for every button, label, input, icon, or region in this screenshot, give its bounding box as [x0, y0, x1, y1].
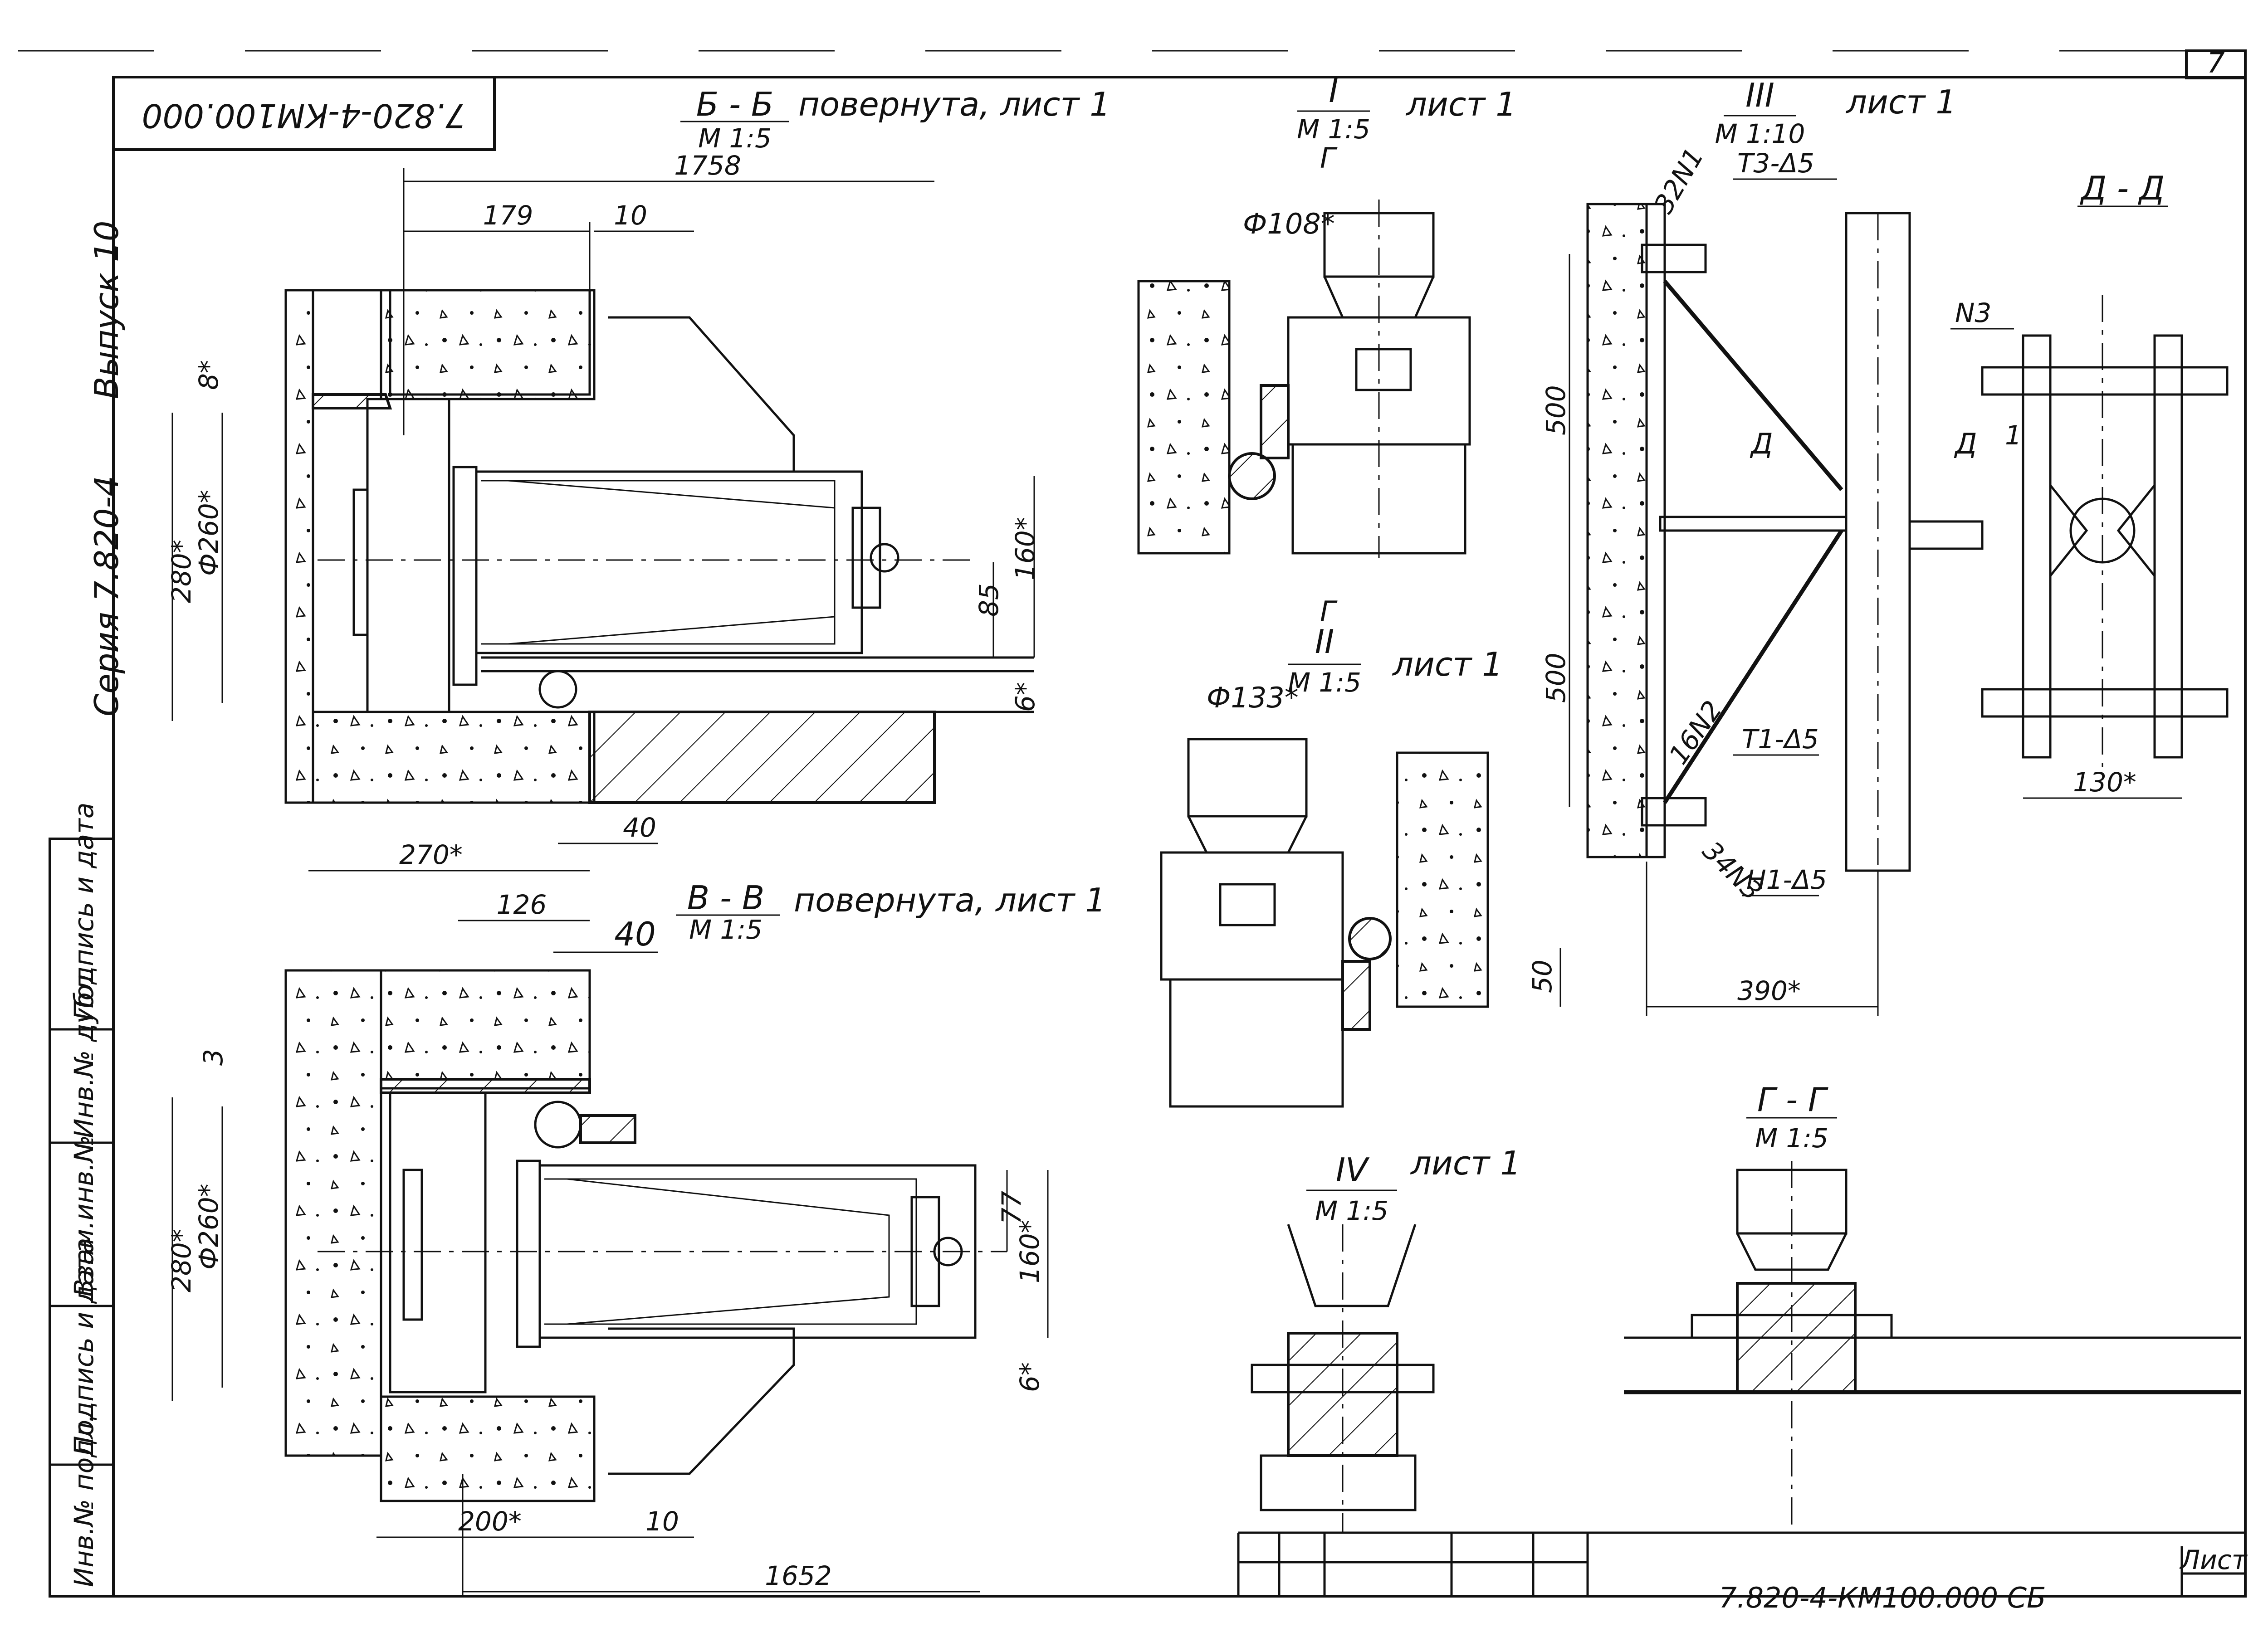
section-bb: Б - Б М 1:5 повернута, лист 1 1758 179	[166, 85, 1110, 872]
dim-77: 77	[996, 1191, 1027, 1224]
node-3-scale: М 1:10	[1715, 118, 1805, 149]
dim-160b: 160*	[1014, 1220, 1045, 1283]
dim-1652: 1652	[765, 1560, 832, 1591]
node-3: III М 1:10 лист 1 500 500 390* 32N1 Т3-Δ…	[1540, 76, 1984, 1016]
title-block: Лист 7.820-4-КМ100.000 СБ	[1237, 1531, 2248, 1614]
section-bb-note: повернута, лист 1	[798, 85, 1110, 123]
dim-133: Ф133*	[1207, 681, 1299, 714]
doc-code-rotated: 7.820-4-КМ100.000	[142, 97, 466, 135]
dim-130: 130*	[2073, 767, 2136, 798]
page-number: 7	[2207, 46, 2224, 79]
dim-10b: 10	[645, 1506, 679, 1537]
page-number-box	[2185, 49, 2247, 79]
cut-mark-g: Г	[1320, 141, 1338, 175]
dim-280b: 280*	[166, 1229, 197, 1292]
stamp-field: Инв.№ дубл.	[68, 967, 99, 1138]
dim-500b: 500	[1540, 653, 1571, 703]
dim-270: 270*	[399, 839, 463, 870]
issue-label: Выпуск 10	[88, 220, 126, 399]
dim-260b: Ф260*	[193, 1184, 224, 1270]
doc-code-box	[112, 76, 496, 151]
dim-1: 1	[2005, 420, 2022, 451]
section-dd-title: Д - Д	[2080, 169, 2165, 207]
stamp-field: Подпись и дата	[68, 803, 99, 1020]
node-1-note: лист 1	[1405, 85, 1516, 123]
node-4-title: IV	[1336, 1151, 1370, 1189]
stamp-field: Взам.инв.№	[68, 1135, 99, 1297]
section-vv-scale: М 1:5	[689, 914, 763, 945]
dim-108: Ф108*	[1243, 207, 1335, 240]
callout-h1: Н1-Δ5	[1746, 864, 1827, 895]
dim-260: Ф260*	[193, 490, 224, 576]
node-2: II М 1:5 лист 1 Г Ф133* 50	[1160, 595, 1561, 1108]
bottom-code: 7.820-4-КМ100.000 СБ	[1719, 1581, 2046, 1614]
node-4: IV М 1:5 лист 1	[1251, 1144, 1521, 1533]
cut-mark-d2: Д	[1954, 427, 1977, 460]
section-vv-title: В - В	[687, 879, 765, 917]
dim-280: 280*	[166, 540, 197, 603]
node-1-scale: М 1:5	[1297, 114, 1370, 145]
node-2-scale: М 1:5	[1288, 667, 1361, 698]
cut-mark-g2: Г	[1320, 595, 1338, 628]
callout-16n2: 16N2	[1663, 695, 1728, 770]
node-1-title: I	[1329, 72, 1338, 110]
section-gg-scale: М 1:5	[1755, 1123, 1828, 1154]
cut-mark-d1: Д	[1750, 427, 1773, 460]
dim-40b: 40	[614, 915, 656, 953]
stamp-field: Подпись и дата	[68, 1238, 99, 1456]
node-4-note: лист 1	[1410, 1144, 1521, 1182]
callout-t1: Т1-Δ5	[1742, 724, 1819, 755]
dim-500a: 500	[1540, 385, 1571, 435]
stamp-field: Инв.№ подл.	[68, 1414, 99, 1587]
dim-8: 8*	[193, 360, 224, 390]
dim-3: 3	[198, 1049, 229, 1066]
node-4-scale: М 1:5	[1315, 1195, 1388, 1226]
stamp-column	[49, 838, 115, 1598]
sheet-frame	[112, 76, 2247, 1598]
node-2-title: II	[1315, 623, 1334, 661]
node-3-title: III	[1745, 76, 1774, 114]
dim-1758: 1758	[674, 150, 741, 181]
series-label: Серия 7.820-4	[88, 476, 126, 716]
section-vv-note: повернута, лист 1	[794, 881, 1106, 919]
dim-10: 10	[614, 200, 647, 231]
section-gg-title: Г - Г	[1757, 1081, 1828, 1119]
dim-160: 160*	[1010, 517, 1041, 580]
node-3-note: лист 1	[1845, 83, 1956, 121]
dim-85: 85	[973, 583, 1004, 617]
dim-50: 50	[1527, 960, 1558, 993]
callout-t3: Т3-Δ5	[1737, 148, 1814, 179]
section-dd: Д - Д N3 130* 1	[1950, 169, 2229, 799]
section-bb-title: Б - Б	[696, 85, 774, 123]
dim-40: 40	[623, 812, 656, 843]
dim-390: 390*	[1737, 975, 1801, 1006]
dim-179: 179	[483, 200, 533, 231]
node-2-note: лист 1	[1392, 645, 1503, 683]
dim-6: 6*	[1010, 682, 1041, 712]
callout-32n1: 32N1	[1648, 143, 1710, 219]
sheet-label: Лист	[2180, 1544, 2248, 1575]
section-vv: В - В М 1:5 повернута, лист 1 126 40 3 2…	[166, 879, 1106, 1596]
dim-200: 200*	[458, 1506, 522, 1537]
node-1: I М 1:5 лист 1 Г Ф108*	[1137, 72, 1516, 558]
section-gg: Г - Г М 1:5	[1624, 1081, 2241, 1533]
dim-6b: 6*	[1014, 1362, 1045, 1392]
callout-n3: N3	[1955, 297, 1991, 328]
section-bb-scale: М 1:5	[698, 123, 772, 154]
dim-126: 126	[497, 889, 547, 920]
